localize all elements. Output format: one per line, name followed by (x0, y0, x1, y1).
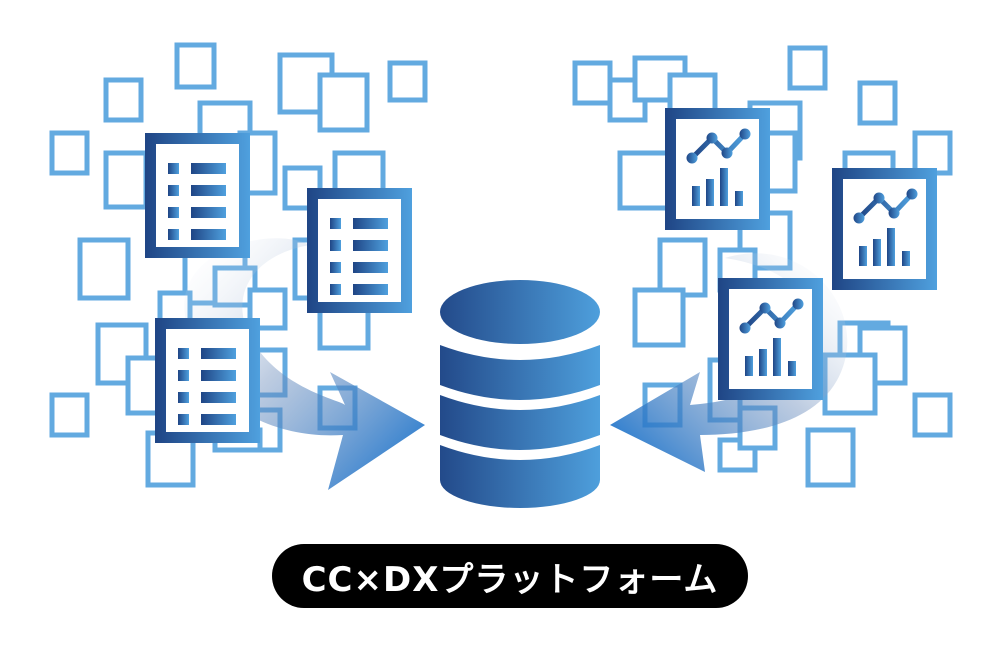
platform-caption-text: CC×DXプラットフォーム (301, 559, 719, 600)
document-outline-icon (657, 237, 708, 298)
document-outline-icon (787, 45, 828, 91)
document-outline-icon (617, 150, 671, 211)
list-documents (145, 133, 412, 443)
document-outline-icon (282, 165, 323, 211)
document-outline-icon (572, 60, 613, 106)
document-outline-icon (125, 355, 161, 416)
document-outline-icon (174, 42, 217, 90)
document-outline-icon (857, 80, 898, 126)
chart-documents (665, 108, 937, 400)
document-outline-icon (103, 150, 149, 210)
platform-caption-badge: CC×DXプラットフォーム (272, 544, 748, 608)
document-outline-icon (49, 392, 90, 438)
document-outline-icon (49, 130, 90, 176)
arrow-into-database-right-icon (610, 253, 848, 472)
chart-document-icon (832, 168, 937, 290)
scattered-documents-left (49, 42, 428, 488)
list-document-icon (155, 318, 260, 443)
document-outline-icon (317, 307, 371, 351)
document-outline-icon (632, 287, 686, 348)
chart-document-icon (718, 278, 823, 400)
list-document-icon (307, 188, 412, 313)
list-document-icon (145, 133, 250, 258)
document-outline-icon (103, 77, 144, 123)
chart-document-icon (665, 108, 770, 230)
arrow-into-database-left-icon (184, 238, 425, 490)
document-outline-icon (317, 72, 370, 133)
document-outline-icon (332, 150, 386, 194)
document-outline-icon (912, 130, 953, 176)
document-outline-icon (805, 427, 856, 488)
document-outline-icon (77, 237, 131, 301)
document-outline-icon (912, 392, 953, 438)
document-outline-icon (387, 60, 428, 103)
database-icon (440, 280, 600, 508)
